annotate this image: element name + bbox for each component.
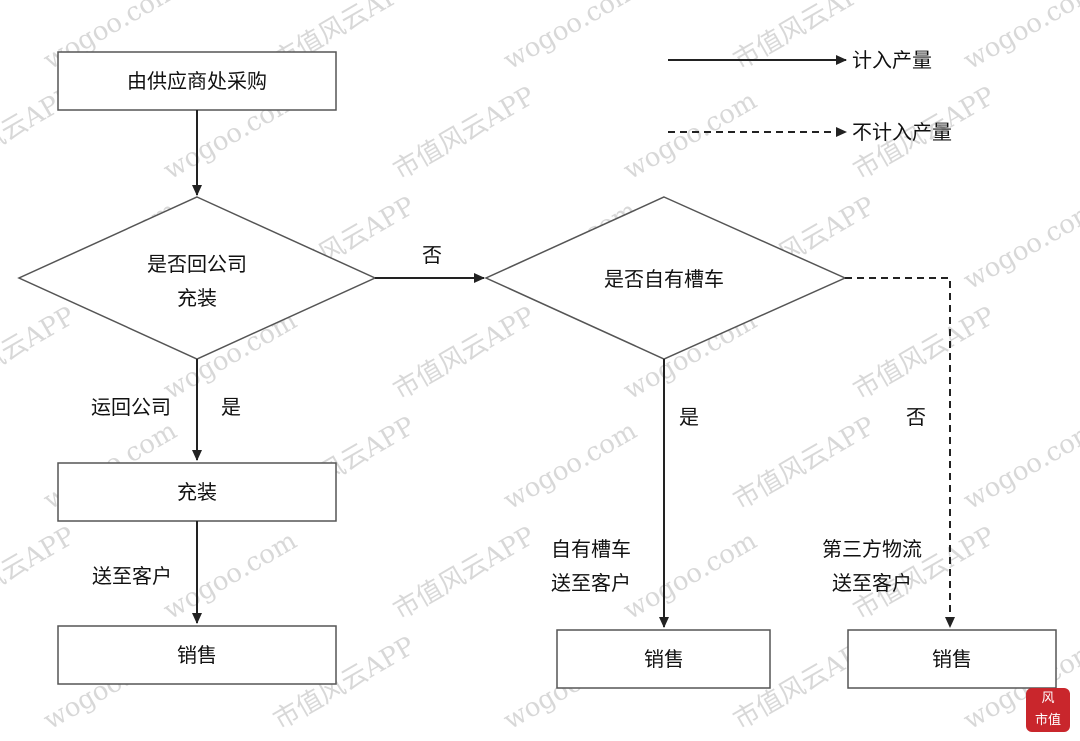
sale-middle-label: 销售 bbox=[644, 647, 684, 671]
decision-return-diamond bbox=[17, 196, 377, 360]
watermark-text: 市值风云APP bbox=[0, 521, 80, 626]
sale-right-label: 销售 bbox=[932, 647, 972, 671]
purchase-label: 由供应商处采购 bbox=[127, 69, 267, 93]
brand-logo-line2: 市值 bbox=[1034, 713, 1061, 728]
watermark-text: wogoo.com bbox=[959, 416, 1080, 516]
sale-middle-box bbox=[556, 629, 771, 689]
watermark-text: wogoo.com bbox=[619, 526, 763, 626]
watermark-text: wogoo.com bbox=[959, 0, 1080, 76]
legend-dashed-label: 不计入产量 bbox=[852, 120, 952, 144]
sale-right-box bbox=[847, 629, 1057, 689]
watermark-text: 市值风云APP bbox=[0, 301, 80, 406]
edge-label-third-party-1: 第三方物流 bbox=[822, 537, 922, 561]
edge-decision2-no bbox=[845, 277, 955, 628]
filling-label: 充装 bbox=[177, 480, 217, 504]
watermark-text: 市值风云APP bbox=[389, 301, 541, 406]
brand-logo: 风 市值 bbox=[1026, 688, 1070, 732]
edge-label-no-top: 否 bbox=[422, 243, 442, 267]
decision-own-tanker-label: 是否自有槽车 bbox=[604, 267, 724, 291]
brand-logo-line1: 风 bbox=[1041, 691, 1055, 706]
watermark-text: 市值风云APP bbox=[389, 521, 541, 626]
watermark-text: wogoo.com bbox=[499, 416, 643, 516]
watermark-text: wogoo.com bbox=[619, 86, 763, 186]
edge-label-yes-middle: 是 bbox=[679, 405, 699, 429]
watermark-text: wogoo.com bbox=[959, 196, 1080, 296]
edge-label-yes-left: 是 bbox=[221, 395, 241, 419]
watermark-text: 市值风云APP bbox=[389, 81, 541, 186]
decision-return-label-1: 是否回公司 bbox=[147, 252, 247, 276]
edge-label-own-tanker-2: 送至客户 bbox=[551, 571, 631, 595]
edge-label-return-company: 运回公司 bbox=[91, 395, 171, 419]
edge-label-no-right: 否 bbox=[906, 405, 926, 429]
edge-label-third-party-2: 送至客户 bbox=[832, 571, 912, 595]
legend-solid-label: 计入产量 bbox=[852, 48, 932, 72]
edge-label-own-tanker-1: 自有槽车 bbox=[551, 537, 631, 561]
decision-return-label-2: 充装 bbox=[177, 286, 217, 310]
sale-left-label: 销售 bbox=[177, 643, 217, 667]
watermark-text: 市值风云APP bbox=[849, 301, 1001, 406]
edge-label-send-customer: 送至客户 bbox=[92, 564, 172, 588]
sale-left-box bbox=[57, 625, 337, 685]
watermark-text: 市值风云APP bbox=[729, 411, 881, 516]
watermark-text: wogoo.com bbox=[159, 526, 303, 626]
purchase-box bbox=[57, 51, 337, 111]
watermark-text: wogoo.com bbox=[499, 0, 643, 76]
